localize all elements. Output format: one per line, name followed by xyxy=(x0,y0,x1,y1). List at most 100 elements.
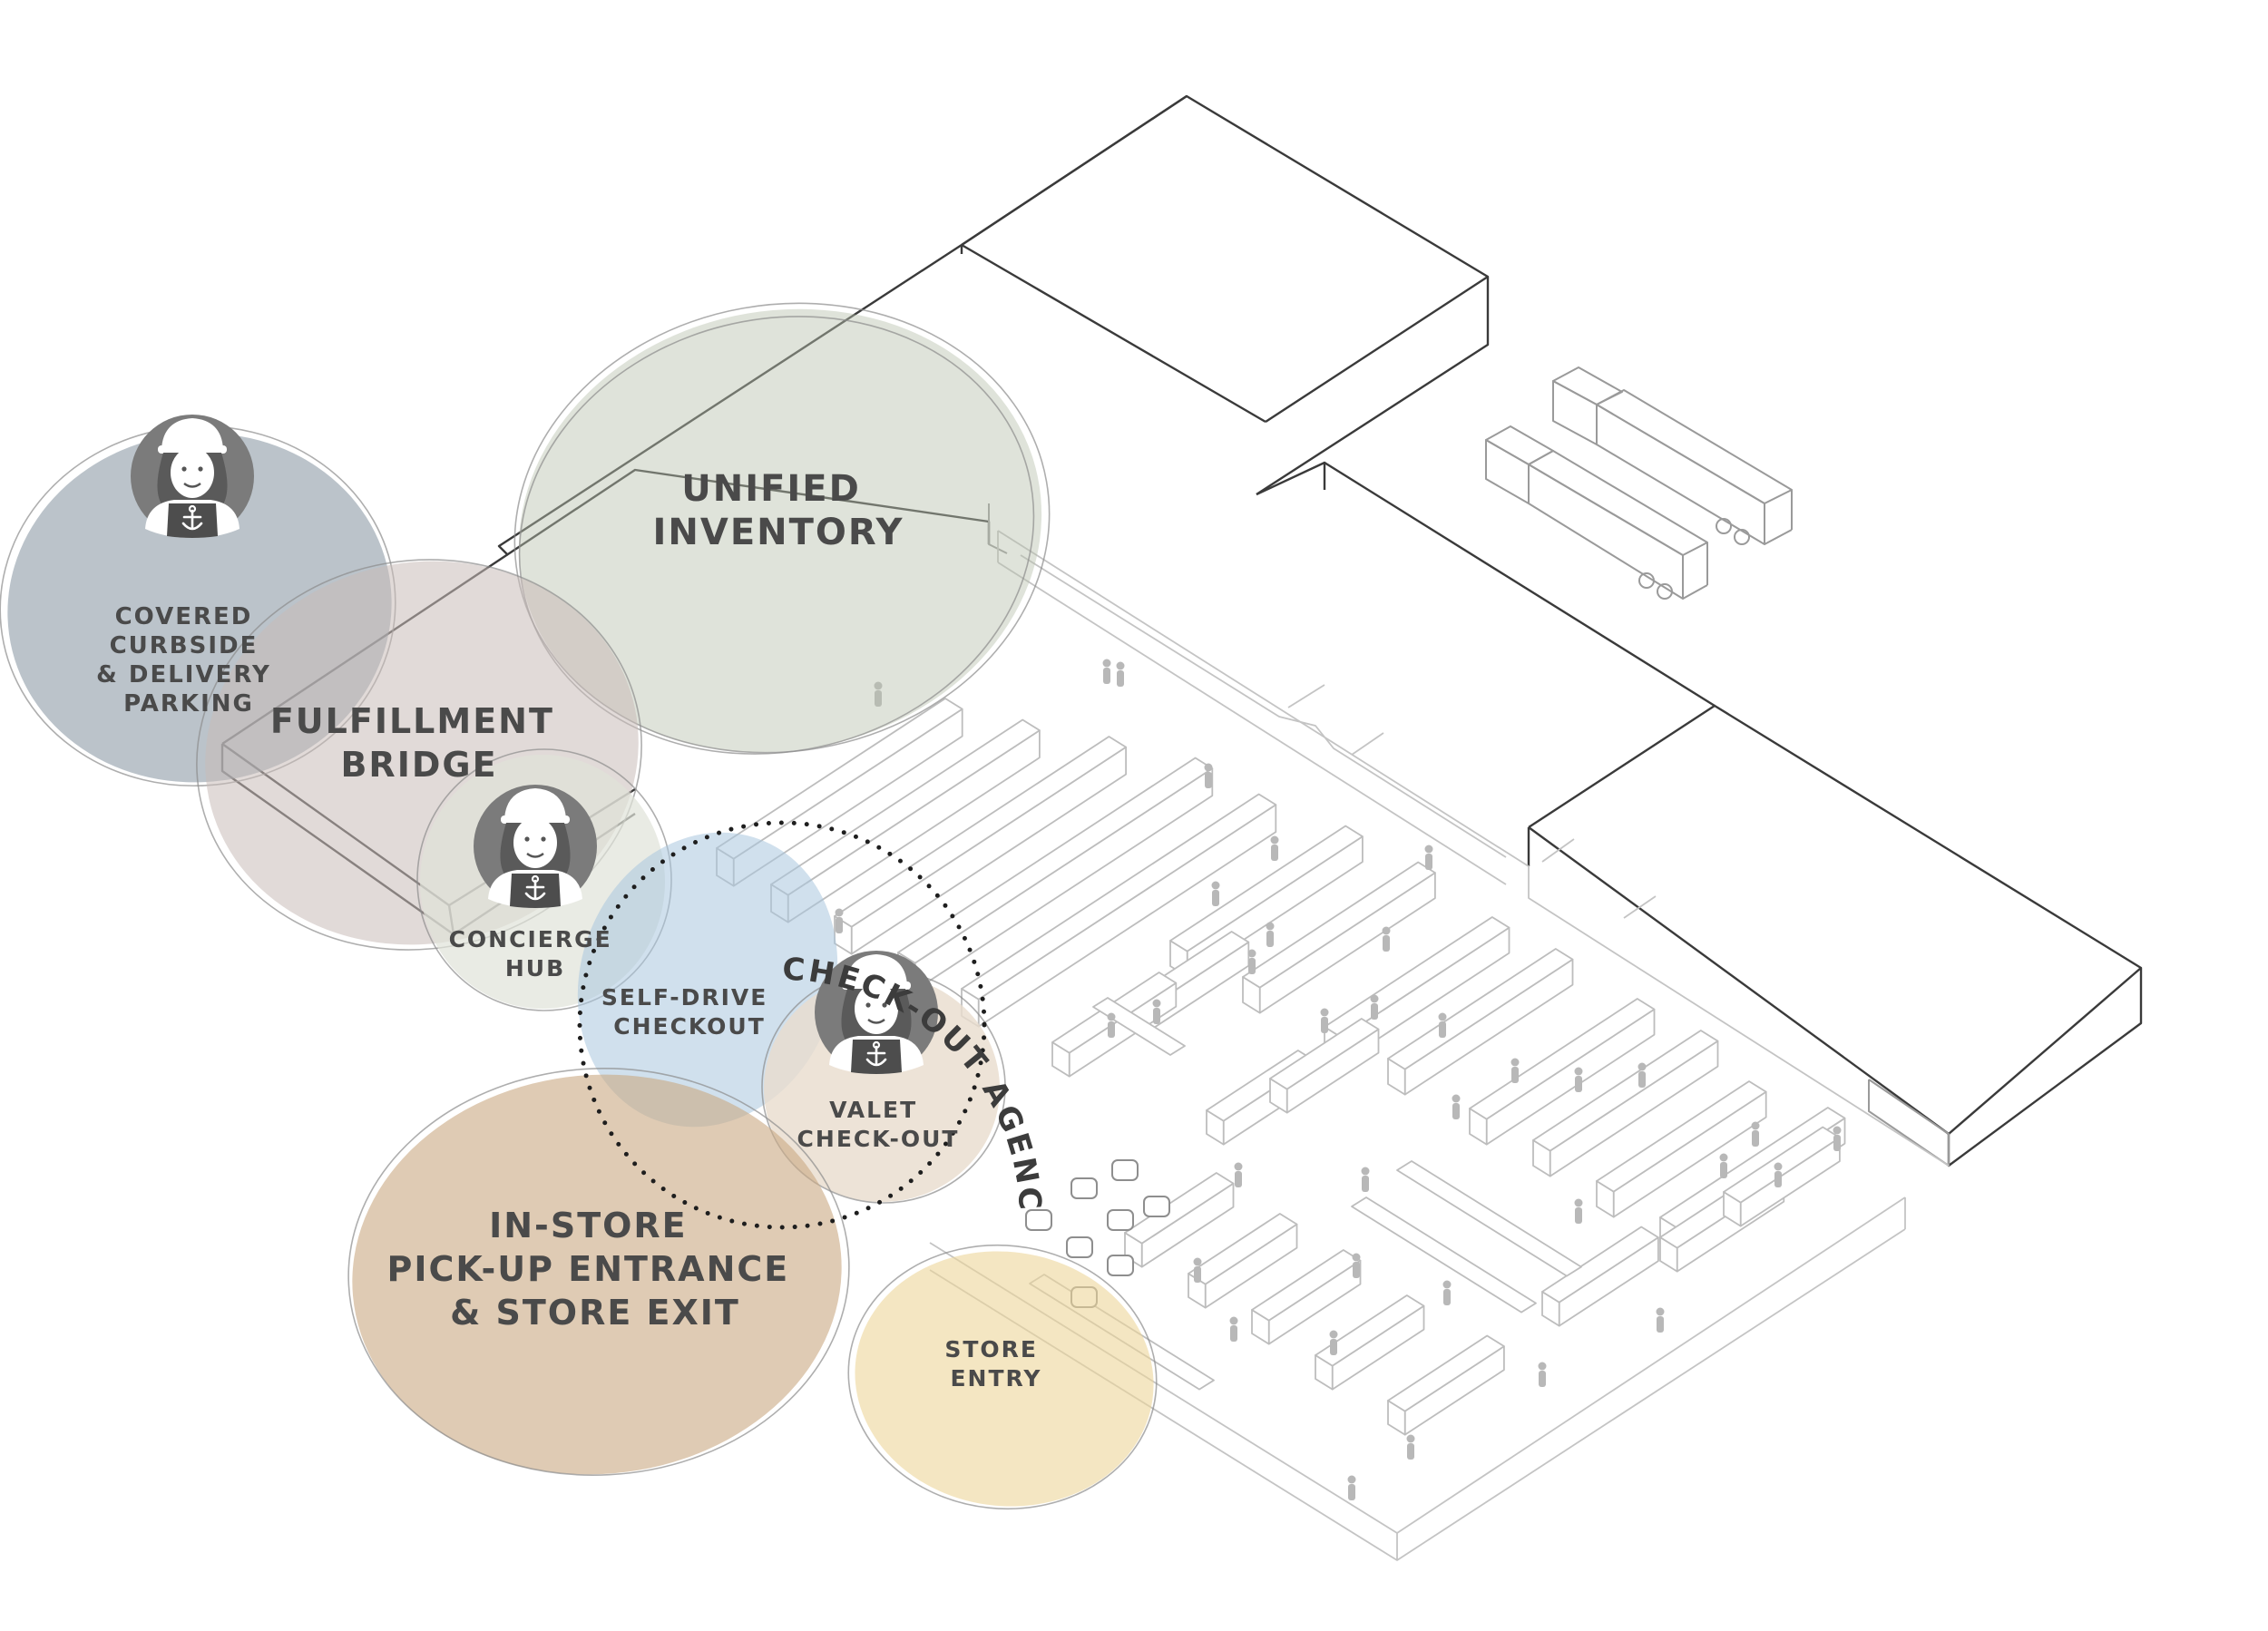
shelf-unit xyxy=(1324,916,1510,1039)
shelf-unit xyxy=(1659,1107,1846,1229)
shopper-figure xyxy=(1330,1339,1337,1355)
shelf-unit xyxy=(1169,825,1364,952)
shopper-figure xyxy=(1833,1135,1841,1151)
shopper-figure xyxy=(1194,1266,1201,1283)
building-outline xyxy=(220,94,2143,1561)
shopper-figure xyxy=(1320,1008,1329,1017)
unified-inventory-label-line2: INVENTORY xyxy=(653,512,904,553)
shopper-figure xyxy=(1774,1162,1783,1171)
shopper-figure xyxy=(1452,1103,1460,1119)
shopper-figure xyxy=(1371,1003,1378,1020)
shopper-figure xyxy=(1510,1058,1520,1067)
shopping-cart xyxy=(1066,1236,1093,1258)
shopper-figure xyxy=(1575,1076,1582,1092)
shopping-cart xyxy=(1107,1209,1134,1231)
svg-text:UNIFIED INVENTORY: UNIFIED INVENTORY xyxy=(653,468,904,553)
zone-bubble-in-store-pickup xyxy=(352,1074,842,1475)
shopper-figure xyxy=(1443,1289,1451,1305)
zone-bubble-store-entry xyxy=(855,1251,1154,1507)
shopper-figure xyxy=(1575,1207,1582,1224)
shopper-figure xyxy=(1348,1484,1355,1500)
shopper-figure xyxy=(1107,1012,1116,1021)
shopper-figure xyxy=(1539,1371,1546,1387)
in-store-pickup-label-line1: IN-STORE xyxy=(489,1206,688,1245)
shopper-figure xyxy=(1752,1130,1759,1147)
shopper-figure xyxy=(1751,1121,1760,1130)
shopper-figure xyxy=(1102,659,1111,668)
shopper-figure xyxy=(1108,1021,1115,1038)
shopper-figure xyxy=(1235,1171,1242,1187)
shopper-figure xyxy=(1438,1012,1447,1021)
checkout-counter xyxy=(1092,997,1186,1056)
self-drive-checkout-label-line1: SELF-DRIVE xyxy=(601,984,767,1011)
store-entry-label-line1: STORE xyxy=(944,1336,1038,1362)
shopper-figure xyxy=(1452,1094,1461,1103)
shopper-figure xyxy=(1353,1262,1360,1278)
shelf-unit xyxy=(1269,1018,1380,1090)
shopper-figure xyxy=(1774,1171,1782,1187)
shopping-cart xyxy=(1070,1177,1098,1199)
shopper-figure xyxy=(1193,1257,1202,1266)
shopper-figure xyxy=(1271,845,1278,861)
delivery-trucks xyxy=(1485,366,1793,600)
shopper-figure xyxy=(1212,890,1219,906)
shopper-figure xyxy=(1116,661,1125,670)
shopper-figure xyxy=(874,681,883,690)
svg-text:IN-STORE PICK-UP ENTRANC: IN-STORE PICK-UP ENTRANCE & STORE EXIT xyxy=(387,1206,804,1333)
shopper-figure xyxy=(1248,958,1256,974)
shopper-figure xyxy=(1719,1153,1728,1162)
shopper-figure xyxy=(1442,1280,1452,1289)
shopper-figure xyxy=(1383,935,1390,952)
shopper-figure xyxy=(1637,1062,1647,1071)
shopper-figure xyxy=(1352,1253,1361,1262)
shopper-figure xyxy=(1117,670,1124,687)
svg-text:SELF-DRIVE CHECKOUT: SELF-DRIVE CHECKOUT xyxy=(601,984,777,1040)
shopper-figure xyxy=(1230,1325,1237,1342)
shopping-cart xyxy=(1111,1159,1139,1181)
staff-avatar-icon xyxy=(472,783,599,910)
shopper-figure xyxy=(1833,1126,1842,1135)
unified-inventory-label-line1: UNIFIED xyxy=(681,468,861,510)
shelf-unit xyxy=(1469,998,1656,1120)
checkout-counter xyxy=(1351,1196,1537,1314)
shopper-figure xyxy=(1538,1362,1547,1371)
covered-curbside-label-line3: & DELIVERY xyxy=(96,661,271,689)
shelving-aisles xyxy=(716,698,1846,1436)
svg-text:COVERED CURBSIDE &: COVERED CURBSIDE & DELIVERY PARKING xyxy=(96,603,281,718)
shopper-figure xyxy=(1247,949,1256,958)
svg-text:CONCIERGE HUB: CONCIERGE HUB xyxy=(449,926,622,982)
svg-text:STORE ENTRY: STORE ENTRY xyxy=(944,1336,1047,1392)
shopper-figure xyxy=(1656,1307,1665,1316)
shopper-figure xyxy=(1266,922,1275,931)
shopper-figure xyxy=(1234,1162,1243,1171)
concierge-hub-label-line1: CONCIERGE xyxy=(449,926,612,952)
shopper-figure xyxy=(1153,1008,1160,1024)
shopper-figure xyxy=(836,917,843,933)
shopper-figure xyxy=(1204,763,1213,772)
valet-checkout-label-line1: VALET xyxy=(829,1097,917,1123)
shopper-figure xyxy=(1103,668,1110,684)
shelf-unit xyxy=(1124,1172,1235,1245)
shopper-figure xyxy=(1574,1198,1583,1207)
staff-avatar-icon xyxy=(129,413,256,540)
shopper-figure xyxy=(1321,1017,1328,1033)
shopper-figure xyxy=(1347,1475,1356,1484)
shopper-figure xyxy=(1406,1434,1415,1443)
fulfillment-bridge-label-line1: FULFILLMENT xyxy=(270,701,554,741)
shelf-unit xyxy=(1387,948,1574,1070)
shelf-unit xyxy=(1242,861,1436,989)
shopper-figure xyxy=(1425,854,1432,870)
shopper-figure xyxy=(1229,1316,1238,1325)
shopper-figure xyxy=(1407,1443,1414,1460)
shopper-figure xyxy=(1362,1176,1369,1192)
svg-text:FULFILLMENT BRIDGE: FULFILLMENT BRIDGE xyxy=(270,701,568,785)
shopping-cart xyxy=(1143,1196,1170,1217)
shelf-unit xyxy=(1315,1294,1425,1367)
shopper-figure xyxy=(1638,1071,1646,1088)
shopper-figure xyxy=(875,690,882,707)
shopper-figure xyxy=(1657,1316,1664,1333)
shopping-cart xyxy=(1107,1255,1134,1276)
shelf-unit xyxy=(1251,1249,1362,1322)
shopper-figure xyxy=(1270,835,1279,845)
